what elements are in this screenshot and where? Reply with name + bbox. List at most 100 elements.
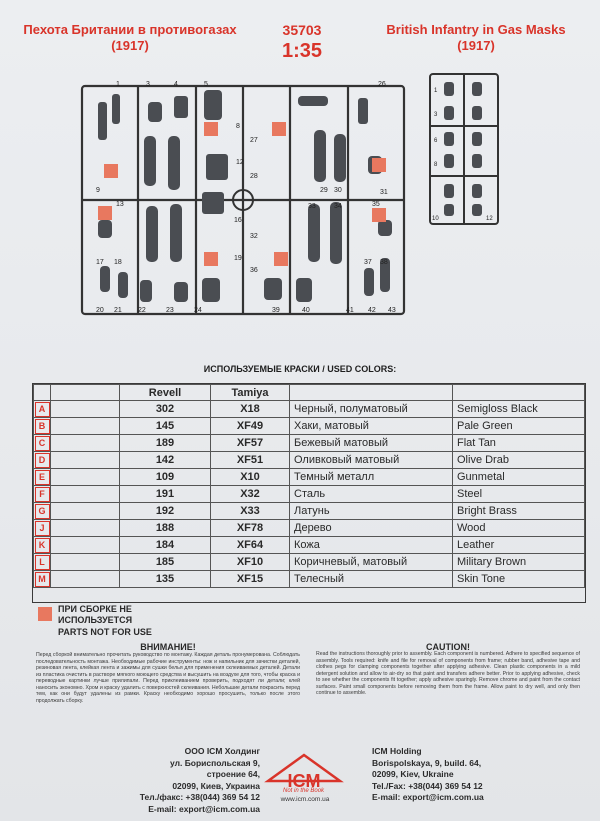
warning-text-ru: Перед сборкой внимательно прочитать руко… [36, 652, 300, 704]
color-name-en: Semigloss Black [452, 400, 585, 418]
part-number: 40 [302, 307, 310, 314]
table-header-row: Revell Tamiya [33, 384, 585, 401]
part-number: 28 [250, 173, 258, 180]
color-letter-badge: D [34, 452, 50, 468]
revell-code: 109 [119, 468, 211, 486]
color-letter-badge: J [34, 520, 50, 536]
legend-english: PARTS NOT FOR USE [58, 627, 152, 637]
color-letter-badge: M [34, 571, 50, 587]
revell-code: 188 [119, 519, 211, 537]
header-spacer [50, 384, 120, 401]
color-name-en: Leather [452, 536, 585, 554]
tamiya-code: XF64 [210, 536, 290, 554]
warning-title-en: CAUTION! [426, 642, 470, 652]
tamiya-code: XF57 [210, 434, 290, 452]
logo-slogan: Not in the Book [283, 788, 325, 794]
part-number: 17 [96, 259, 104, 266]
tamiya-code: X10 [210, 468, 290, 486]
header-russian [289, 384, 453, 401]
warning-text-en: Read the instructions thoroughly prior t… [316, 651, 580, 696]
revell-code: 135 [119, 570, 211, 588]
color-name-ru: Коричневый, матовый [289, 553, 453, 571]
part-number: 19 [234, 255, 242, 262]
revell-code: 184 [119, 536, 211, 554]
tamiya-code: XF78 [210, 519, 290, 537]
part-number: 21 [114, 307, 122, 314]
color-name-en: Olive Drab [452, 451, 585, 469]
part-number: 12 [236, 159, 244, 166]
part-number: 39 [272, 307, 280, 314]
color-letter-badge: G [34, 503, 50, 519]
part-number: 31 [380, 189, 388, 196]
color-name-en: Pale Green [452, 417, 585, 435]
part-number: 5 [204, 81, 208, 88]
part-number: 8 [434, 162, 438, 168]
part-number: 16 [234, 217, 242, 224]
sprue-diagram-small: 1 3 6 8 10 12 [429, 73, 499, 225]
tamiya-code: X33 [210, 502, 290, 520]
header-revell: Revell [119, 384, 211, 401]
tamiya-code: XF10 [210, 553, 290, 571]
part-number: 23 [166, 307, 174, 314]
color-letter-badge: B [34, 418, 50, 434]
color-name-en: Wood [452, 519, 585, 537]
revell-code: 302 [119, 400, 211, 418]
part-number: 4 [174, 81, 178, 88]
color-name-ru: Бежевый матовый [289, 434, 453, 452]
icm-logo: ICM [264, 753, 344, 791]
logo-text: ICM [288, 771, 321, 791]
part-number: 34 [334, 203, 342, 210]
color-name-ru: Латунь [289, 502, 453, 520]
part-number: 35 [372, 201, 380, 208]
color-name-ru: Телесный [289, 570, 453, 588]
title-russian: Пехота Британии в противогазах (1917) [23, 22, 237, 53]
revell-code: 145 [119, 417, 211, 435]
part-number: 13 [116, 201, 124, 208]
part-number: 12 [486, 216, 493, 222]
color-letter-badge: A [34, 401, 50, 417]
color-name-en: Military Brown [452, 553, 585, 571]
tamiya-code: X18 [210, 400, 290, 418]
part-number: 22 [138, 307, 146, 314]
tamiya-code: XF15 [210, 570, 290, 588]
title-english: British Infantry in Gas Masks (1917) [386, 22, 566, 53]
color-name-en: Flat Tan [452, 434, 585, 452]
color-letter-badge: F [34, 486, 50, 502]
color-name-ru: Оливковый матовый [289, 451, 453, 469]
revell-code: 191 [119, 485, 211, 503]
revell-code: 142 [119, 451, 211, 469]
warning-title-ru: ВНИМАНИЕ! [140, 642, 196, 652]
legend-russian: ПРИ СБОРКЕ НЕ ИСПОЛЬЗУЕТСЯ [58, 604, 133, 625]
kit-number: 35703 [282, 22, 322, 38]
part-number: 10 [432, 216, 439, 222]
kit-scale: 1:35 [281, 40, 323, 62]
part-number: 24 [194, 307, 202, 314]
part-number: 30 [334, 187, 342, 194]
color-letter-badge: E [34, 469, 50, 485]
colors-heading: ИСПОЛЬЗУЕМЫЕ КРАСКИ / USED COLORS: [203, 364, 397, 374]
part-number: 1 [116, 81, 120, 88]
website: www.icm.com.ua [280, 796, 330, 803]
part-number: 3 [146, 81, 150, 88]
address-english: ICM Holding Borispolskaya, 9, build. 64,… [372, 746, 484, 802]
not-used-swatch [38, 607, 52, 621]
color-name-ru: Кожа [289, 536, 453, 554]
color-name-ru: Сталь [289, 485, 453, 503]
part-number: 38 [380, 259, 388, 266]
color-letter-badge: C [34, 435, 50, 451]
header-tamiya: Tamiya [210, 384, 290, 401]
address-russian: ООО ICM Холдинг ул. Бориспольская 9, стр… [139, 746, 260, 814]
color-name-en: Bright Brass [452, 502, 585, 520]
tamiya-code: XF51 [210, 451, 290, 469]
color-name-ru: Дерево [289, 519, 453, 537]
